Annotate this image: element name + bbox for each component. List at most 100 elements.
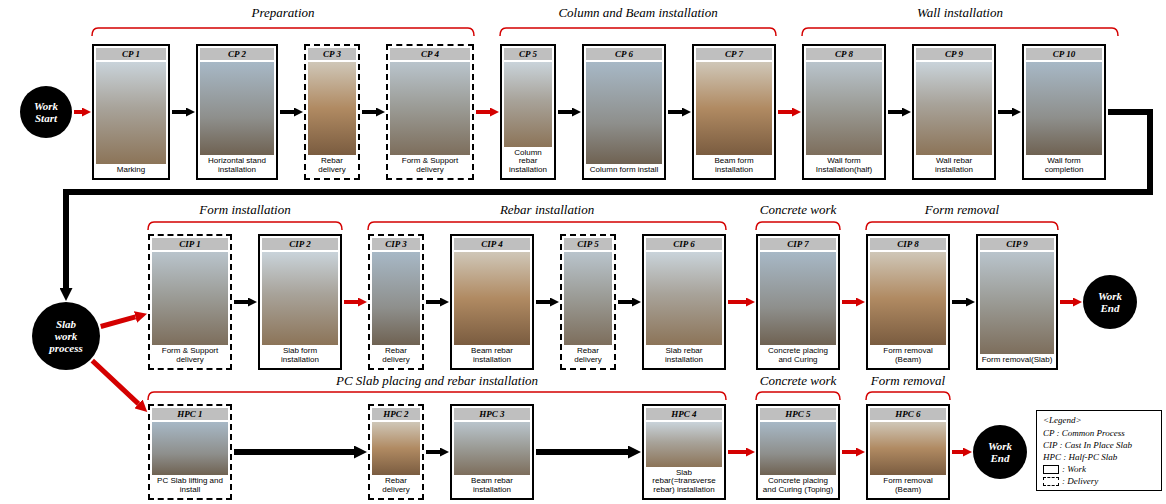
- step-code: CIP 7: [760, 238, 836, 250]
- legend-swatch: [1043, 477, 1059, 486]
- site-photo: [1026, 62, 1102, 155]
- process-box: CIP 2 Slab form installation: [258, 234, 342, 370]
- flow-arrow: [280, 110, 294, 114]
- process-box: HPC 6Form removal (Beam): [866, 404, 950, 500]
- site-photo: [564, 252, 612, 345]
- terminal-label: Slab work process: [44, 318, 88, 354]
- flow-arrow: [362, 110, 376, 114]
- site-photo: [262, 252, 338, 345]
- flow-arrow: [618, 300, 632, 304]
- flow-arrow: [1060, 300, 1073, 304]
- site-photo: [372, 422, 420, 475]
- site-photo: [916, 62, 992, 155]
- legend-row: : Work: [1043, 463, 1155, 475]
- flow-arrow: [558, 110, 572, 114]
- legend-text: HPC : Half-PC Slab: [1043, 451, 1117, 463]
- flow-arrow: [426, 300, 440, 304]
- step-code: HPC 4: [646, 408, 722, 420]
- group-title: Form installation: [199, 202, 290, 218]
- flow-arrow: [101, 317, 136, 327]
- group-title: Preparation: [251, 5, 314, 21]
- flow-arrow: [172, 110, 186, 114]
- terminal-circle: Work Start: [20, 86, 72, 138]
- flow-arrow: [888, 110, 902, 114]
- site-photo: [454, 252, 530, 345]
- process-box: HPC 5Concrete placing and Curing (Toping…: [756, 404, 840, 500]
- step-caption: Rebar delivery: [372, 475, 420, 496]
- flow-arrow: [842, 300, 856, 304]
- step-caption: Concrete placing and Curing: [760, 345, 836, 366]
- terminal-label: Work Start: [27, 100, 65, 124]
- group-title: Wall installation: [917, 5, 1003, 21]
- process-box: CIP 8Form removal (Beam): [866, 234, 950, 370]
- group-bracket: [802, 28, 1118, 36]
- flow-arrow: [344, 300, 358, 304]
- process-box: CIP 7 Concrete placing and Curing: [756, 234, 840, 370]
- step-caption: Column rebar installation: [504, 147, 552, 176]
- site-photo: [980, 252, 1054, 354]
- flow-arrow: [234, 300, 248, 304]
- step-code: CP 5: [504, 48, 552, 60]
- step-caption: Wall form Installation(half): [806, 155, 882, 176]
- process-box: CP 5 Column rebar installation: [500, 44, 556, 180]
- step-caption: Horizontal stand installation: [200, 155, 274, 176]
- step-code: CP 7: [696, 48, 772, 60]
- site-photo: [308, 62, 356, 155]
- legend-row: CIP : Cast In Place Slab: [1043, 439, 1155, 451]
- step-caption: Rebar delivery: [372, 345, 420, 366]
- flow-arrow: [426, 450, 440, 454]
- site-photo: [586, 62, 662, 164]
- flow-arrow: [998, 110, 1012, 114]
- step-code: CIP 1: [152, 238, 228, 250]
- flow-arrow: [728, 450, 746, 454]
- step-caption: Beam form installation: [696, 155, 772, 176]
- process-box: CP 9Wall rebar installation: [912, 44, 996, 180]
- step-caption: Slab form installation: [262, 345, 338, 366]
- flow-arrow: [668, 110, 682, 114]
- terminal-label: Work End: [1092, 290, 1128, 314]
- process-box: HPC 4Slab rebar(=transverse rebar) insta…: [642, 404, 726, 500]
- process-box: HPC 3Beam rebar installation: [450, 404, 534, 500]
- terminal-circle: Work End: [973, 425, 1027, 479]
- flow-arrow: [778, 110, 792, 114]
- legend-title: <Legend>: [1043, 414, 1155, 426]
- site-photo: [152, 422, 228, 475]
- legend-text: : Delivery: [1062, 475, 1098, 487]
- site-photo: [96, 62, 166, 164]
- legend-text: : Work: [1062, 463, 1086, 475]
- site-photo: [760, 252, 836, 345]
- flow-arrow: [74, 110, 82, 114]
- step-code: CP 4: [390, 48, 470, 60]
- site-photo: [390, 62, 470, 155]
- group-bracket: [866, 392, 950, 400]
- legend-row: HPC : Half-PC Slab: [1043, 451, 1155, 463]
- delivery-box: HPC 1PC Slab lifting and install: [148, 404, 232, 500]
- delivery-box: CP 4 Form & Support delivery: [386, 44, 474, 180]
- group-bracket: [756, 222, 840, 230]
- process-box: CP 1Marking: [92, 44, 170, 180]
- step-code: CIP 2: [262, 238, 338, 250]
- step-caption: Column form install: [586, 164, 662, 176]
- step-code: CIP 5: [564, 238, 612, 250]
- step-caption: Beam rebar installation: [454, 345, 530, 366]
- terminal-label: Work End: [982, 440, 1018, 464]
- step-code: HPC 5: [760, 408, 836, 420]
- step-code: CP 10: [1026, 48, 1102, 60]
- legend-row: : Delivery: [1043, 475, 1155, 487]
- process-box: CP 10Wall form completion: [1022, 44, 1106, 180]
- delivery-box: CP 3Rebar delivery: [304, 44, 360, 180]
- process-box: CP 8Wall form Installation(half): [802, 44, 886, 180]
- group-bracket: [92, 28, 474, 36]
- step-caption: Form removal (Beam): [870, 345, 946, 366]
- process-box: CP 7 Beam form installation: [692, 44, 776, 180]
- site-photo: [200, 62, 274, 155]
- site-photo: [696, 62, 772, 155]
- site-photo: [870, 252, 946, 345]
- step-caption: Wall rebar installation: [916, 155, 992, 176]
- process-box: CIP 6Slab rebar installation: [642, 234, 726, 370]
- step-caption: Form & Support delivery: [390, 155, 470, 176]
- delivery-box: HPC 2Rebar delivery: [368, 404, 424, 500]
- terminal-circle: Work End: [1083, 275, 1137, 329]
- group-bracket: [368, 222, 726, 230]
